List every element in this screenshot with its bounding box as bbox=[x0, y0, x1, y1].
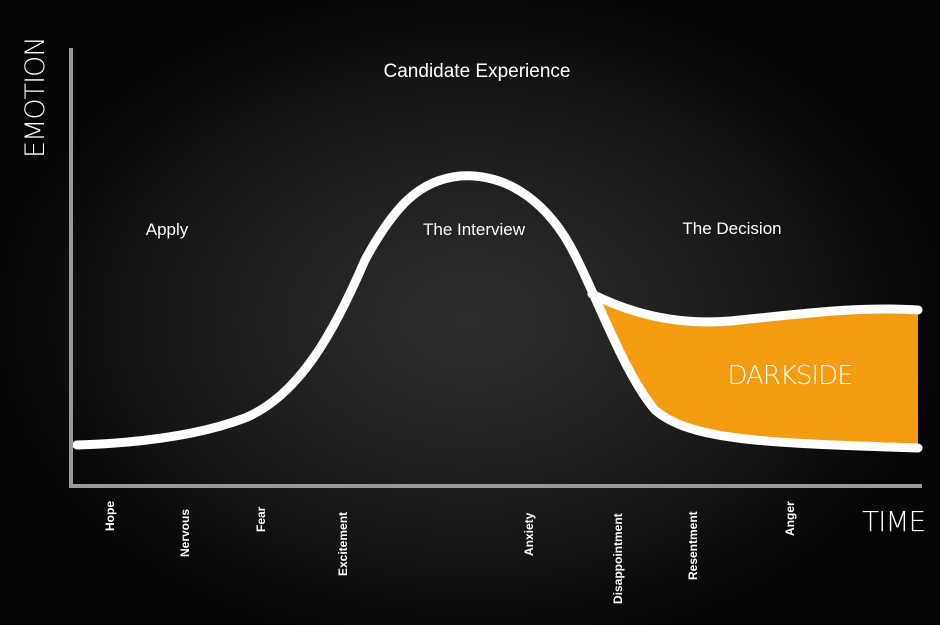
upper-branch-curve bbox=[587, 289, 923, 327]
emotion-tick-nervous: Nervous bbox=[178, 508, 192, 557]
emotion-tick-anxiety: Anxiety bbox=[522, 512, 536, 556]
x-axis-title: TIME bbox=[862, 505, 926, 538]
phase-label-apply: Apply bbox=[145, 220, 189, 239]
emotion-tick-fear: Fear bbox=[254, 506, 268, 532]
phase-label-decision: The Decision bbox=[682, 219, 782, 238]
emotion-curve bbox=[72, 171, 923, 453]
darkside-label: DARKSIDE bbox=[727, 361, 853, 391]
emotion-tick-anger: Anger bbox=[783, 501, 797, 536]
diagram-title: Candidate Experience bbox=[383, 61, 571, 82]
emotion-tick-excitement: Excitement bbox=[336, 511, 350, 576]
darkside-region bbox=[598, 298, 918, 448]
emotion-tick-resentment: Resentment bbox=[686, 511, 700, 580]
emotion-tick-hope: Hope bbox=[103, 501, 117, 531]
phase-label-interview: The Interview bbox=[422, 220, 526, 239]
emotion-tick-disappointment: Disappointment bbox=[611, 513, 625, 604]
y-axis-title: EMOTION bbox=[20, 37, 51, 158]
